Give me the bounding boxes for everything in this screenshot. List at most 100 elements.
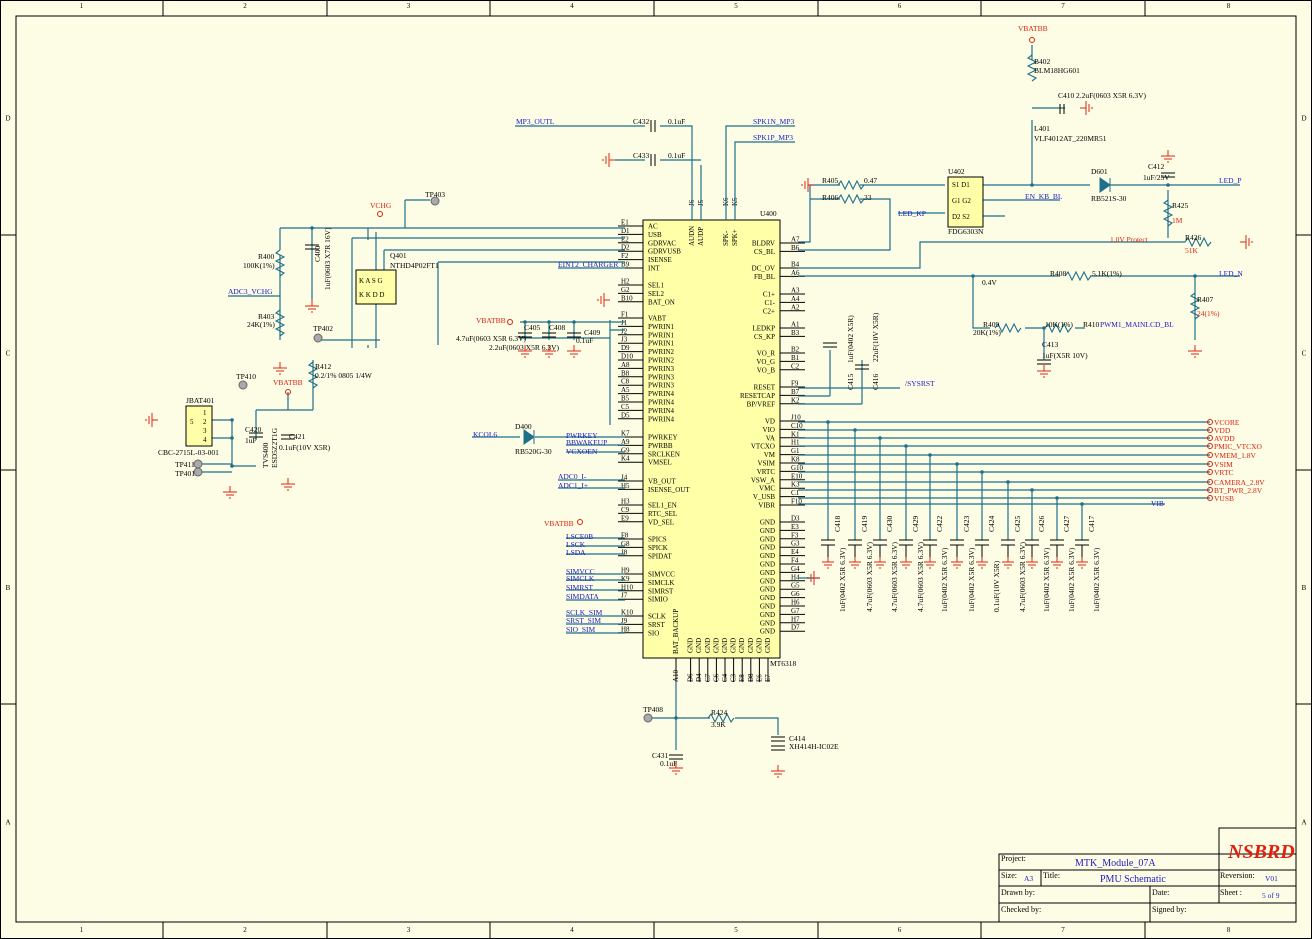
net-simclk: SIMCLK <box>566 574 595 583</box>
pin-number: A4 <box>791 295 800 303</box>
capacitor <box>855 364 869 370</box>
bank-capacitor <box>950 539 964 557</box>
pin-name: VIBR <box>758 502 775 510</box>
title-block: NSBRD Project: MTK_Module_07A Size: A3 T… <box>998 827 1297 923</box>
bank-capacitor <box>899 539 913 557</box>
pin-number: A1 <box>791 321 800 329</box>
output-rail-label: PMIC_VTCXO <box>1214 442 1263 451</box>
q401-device: K A S G K K D D <box>355 269 397 305</box>
pin-number: G8 <box>621 540 630 548</box>
r410-ref: R410 <box>1083 320 1100 329</box>
pin-number: C2 <box>791 362 800 370</box>
d400-value: RB520G-30 <box>515 447 552 456</box>
pin-number: A3 <box>791 287 800 295</box>
pin-name: VABT <box>648 315 667 323</box>
frame-col-label: 4 <box>570 926 574 934</box>
c405-value: 4.7uF(0603 X5R 6.3V) <box>456 334 527 343</box>
bank-cap-value: 4.7uF(0603 X5R 6.3V) <box>890 541 899 612</box>
pin-number: K1 <box>791 430 800 438</box>
u402-ref: U402 <box>948 167 965 176</box>
resistor <box>994 322 1022 334</box>
capacitor <box>249 432 263 438</box>
vbatbb-label-1: VBATBB <box>273 378 303 387</box>
tvs400-value: ESD5Z2T1G <box>270 427 279 468</box>
net-vcxoen: VCXOEN <box>566 447 598 456</box>
pin-number: D10 <box>621 353 634 361</box>
ground-symbol <box>1240 235 1253 249</box>
r412-ref: R412 <box>315 362 332 371</box>
c415-ref: C415 <box>846 373 855 390</box>
power-port <box>1207 469 1213 475</box>
pin-name: GND <box>760 535 775 543</box>
ground-symbol <box>1161 150 1175 163</box>
pin-name: VRTC <box>757 468 776 476</box>
power-port <box>1207 461 1213 467</box>
output-rail-label: CAMERA_2.8V <box>1214 478 1265 487</box>
pin-number: D8 <box>747 673 755 682</box>
pin-name: VO_B <box>757 366 776 374</box>
r425-ref: R425 <box>1172 201 1189 210</box>
r405-value: 0.47 <box>864 176 877 185</box>
pin-number: H2 <box>621 278 630 286</box>
pin-name: VMSEL <box>648 459 672 467</box>
c420-value: 1uF <box>245 436 257 445</box>
bank-cap-ref: C417 <box>1087 515 1096 532</box>
ground-symbol <box>1080 101 1093 115</box>
pin-name: GND <box>760 527 775 535</box>
junction-dot <box>826 420 830 424</box>
pin-name: PWRIN2 <box>648 348 675 356</box>
pin-name: AUDP <box>697 227 705 246</box>
pin-number: B10 <box>621 294 633 302</box>
junction-dot <box>310 226 314 230</box>
bank-cap-value: 1uF(0402 X5R 6.3V) <box>967 547 976 612</box>
svg-text:5: 5 <box>190 418 194 426</box>
pin-number: B2 <box>791 346 800 354</box>
net-en-kb-bl: EN_KB_BL <box>1025 192 1063 201</box>
pin-name: PWRIN1 <box>648 331 675 339</box>
pin-name: GND <box>747 638 755 653</box>
capacitor <box>281 434 295 440</box>
vbatbb-label-2: VBATBB <box>476 316 506 325</box>
pin-name: VO_R <box>757 350 776 358</box>
c432-ref: C432 <box>633 117 650 126</box>
ground-symbol <box>145 413 158 427</box>
bank-cap-value: 4.7uF(0603 X5R 6.3V) <box>916 541 925 612</box>
r406-ref: R406 <box>822 193 839 202</box>
resistor <box>1189 292 1201 320</box>
pin-number: B1 <box>791 354 800 362</box>
frame-col-label: 3 <box>407 2 411 10</box>
d601-value: RB521S-30 <box>1091 194 1127 203</box>
pin-number: D4 <box>695 673 703 682</box>
l401-value: VLF4012AT_220MR51 <box>1034 134 1107 143</box>
ground-symbol <box>822 557 834 569</box>
pin-number: B3 <box>791 329 800 337</box>
pin-number: K9 <box>621 575 630 583</box>
capacitor <box>823 342 837 348</box>
pin-number: A2 <box>791 303 800 311</box>
pin-name: PWRIN4 <box>648 399 675 407</box>
c412-value: 1uF/25V <box>1143 173 1170 182</box>
u402-device: S1 D1 G1 G2 D2 S2 <box>947 176 984 228</box>
pin-name: GND <box>695 638 703 653</box>
bank-cap-value: 1uF(0402 X5R 6.3V) <box>838 547 847 612</box>
pin-name: CS_BL <box>754 248 775 256</box>
pin-number: F10 <box>791 498 802 506</box>
junction-dot <box>928 453 932 457</box>
pin-name: GND <box>760 611 775 619</box>
bank-cap-ref: C424 <box>987 515 996 532</box>
ground-symbol <box>924 557 936 569</box>
c405-ref: C405 <box>524 323 541 332</box>
junction-dot <box>1166 183 1170 187</box>
q401-value: NTHD4P02FT1 <box>390 261 439 270</box>
net-led-kp: LED_KP <box>898 209 926 218</box>
b402-value: BLM18HG601 <box>1034 66 1080 75</box>
frame-col-label: 7 <box>1061 926 1065 934</box>
pin-name: ISENSE_OUT <box>648 486 690 494</box>
pin-number: H8 <box>621 625 630 633</box>
net-lsce0b: LSCE0B <box>566 532 593 541</box>
pin-name: BAT_ON <box>648 298 675 306</box>
r408-ref: R408 <box>1050 269 1067 278</box>
net-led-n: LED_N <box>1219 269 1243 278</box>
power-port <box>1207 427 1213 433</box>
net-adc3: ADC3_VCHG <box>228 287 273 296</box>
